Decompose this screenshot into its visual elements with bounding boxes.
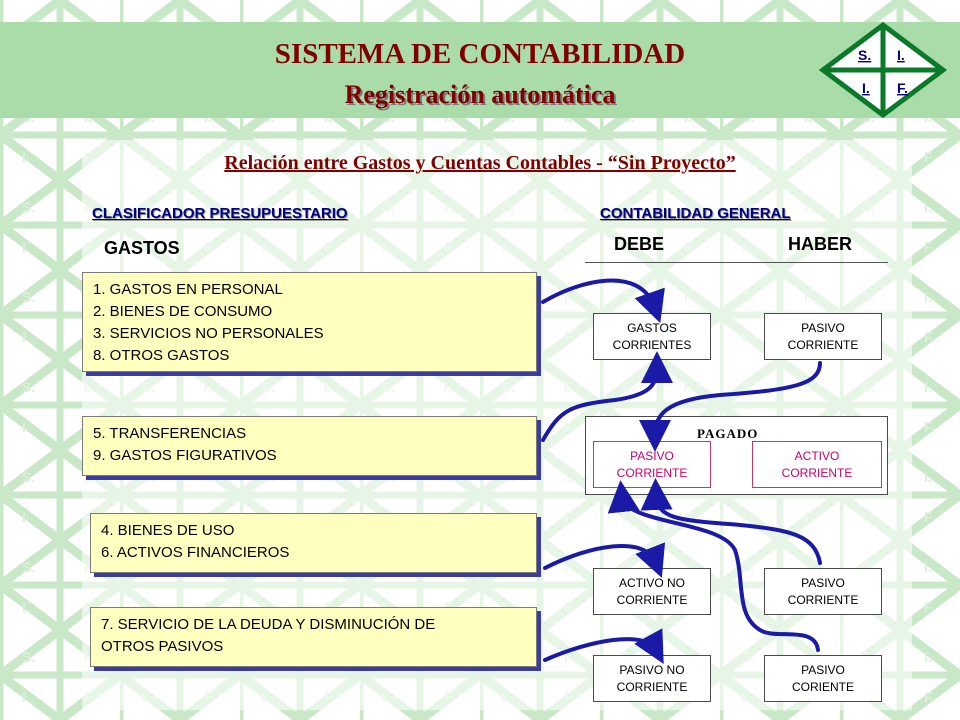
arrow-gastos-to-gastos-corrientes <box>541 278 665 324</box>
expense-item: 5. TRANSFERENCIAS <box>93 425 247 442</box>
expense-group-transfers: 5. TRANSFERENCIAS 9. GASTOS FIGURATIVOS <box>82 416 537 476</box>
arrow-pasivo-corriente-to-pagado <box>639 361 822 452</box>
expense-item: 9. GASTOS FIGURATIVOS <box>93 447 277 464</box>
arrow-pasivo-corriente-2-to-pagado <box>640 478 822 565</box>
expense-item: 4. BIENES DE USO <box>101 522 235 539</box>
arrow-deuda-to-pasivo-no-corriente <box>543 628 664 665</box>
logo-letter: I. <box>862 80 870 96</box>
arrow-bienes-uso-to-activo-no-corriente <box>543 542 666 578</box>
haber-label: HABER <box>788 234 853 254</box>
arrow-transferencias-to-gastos-corrientes <box>541 351 673 442</box>
sif-logo: S. I. I. F. <box>818 22 948 118</box>
gastos-column-label: GASTOS <box>104 238 180 258</box>
page-subtitle: Registración automática <box>344 80 616 109</box>
debe-label: DEBE <box>614 234 665 254</box>
expense-item: 3. SERVICIOS NO PERSONALES <box>93 325 324 342</box>
header-band <box>0 22 960 118</box>
logo-letter: S. <box>858 47 871 63</box>
expense-group-assets: 4. BIENES DE USO 6. ACTIVOS FINANCIEROS <box>90 513 537 573</box>
diagram-title: Relación entre Gastos y Cuentas Contable… <box>224 152 736 174</box>
expense-item: 6. ACTIVOS FINANCIEROS <box>101 544 290 561</box>
expense-item: 2. BIENES DE CONSUMO <box>93 303 273 320</box>
arrow-pasivo-corriente-3-to-pagado <box>607 480 820 652</box>
contabilidad-label: CONTABILIDAD GENERAL <box>600 205 791 222</box>
expense-group-debt: 7. SERVICIO DE LA DEUDA Y DISMINUCIÓN DE… <box>90 607 537 667</box>
logo-letter: I. <box>897 47 905 63</box>
expense-item: 8. OTROS GASTOS <box>93 347 230 364</box>
expense-item: OTROS PASIVOS <box>101 638 224 655</box>
pagado-label: PAGADO <box>697 426 759 441</box>
expense-group-current: 1. GASTOS EN PERSONAL 2. BIENES DE CONSU… <box>82 272 537 372</box>
page-title: SISTEMA DE CONTABILIDAD <box>274 38 686 70</box>
logo-letter: F. <box>897 80 908 96</box>
expense-item: 7. SERVICIO DE LA DEUDA Y DISMINUCIÓN DE <box>101 616 436 633</box>
expense-item: 1. GASTOS EN PERSONAL <box>93 281 283 298</box>
clasificador-label: CLASIFICADOR PRESUPUESTARIO <box>92 205 348 222</box>
ledger-rule <box>585 262 888 263</box>
